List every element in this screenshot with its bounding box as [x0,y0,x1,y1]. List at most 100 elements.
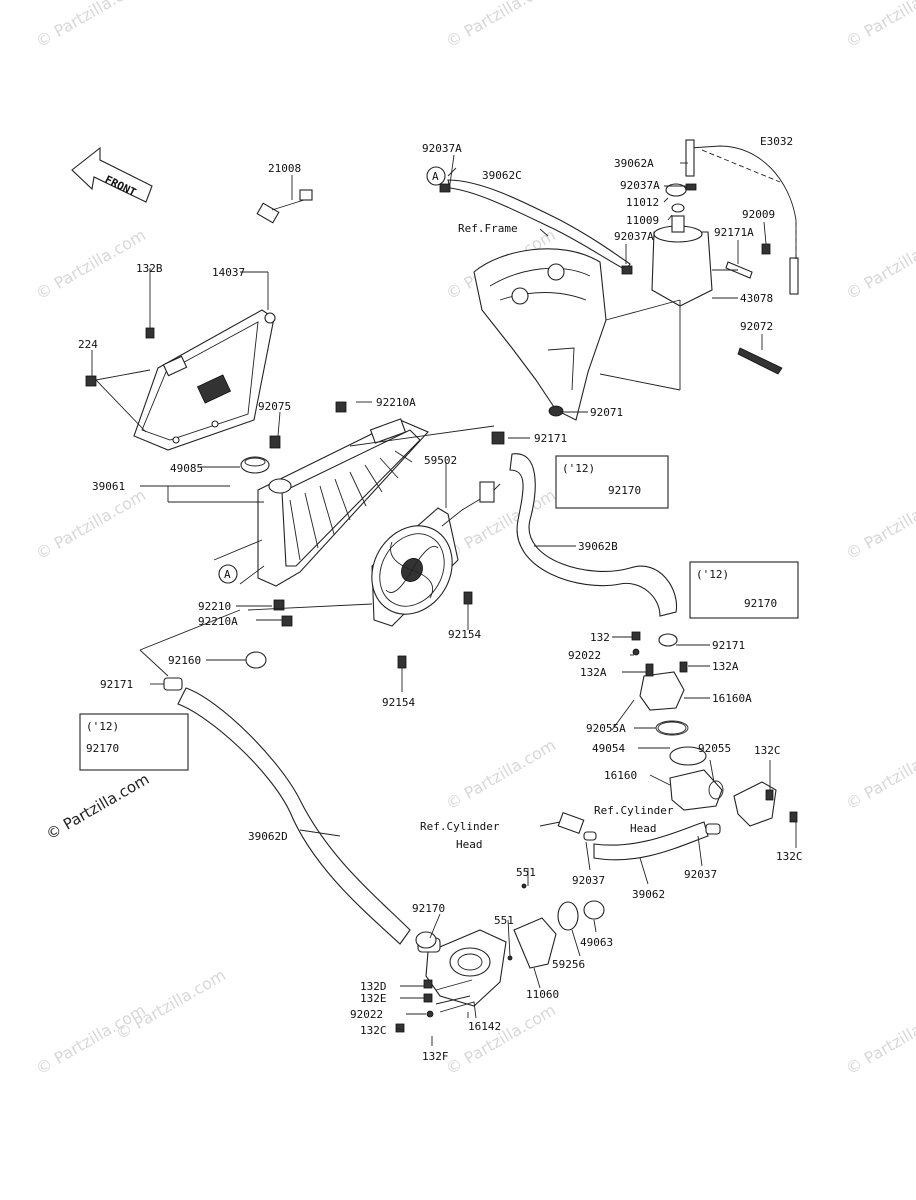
part-label: 39062A [614,157,654,170]
water-outlet [705,781,777,835]
part-label: 11060 [526,988,559,1001]
part-label: 92037 [684,868,717,881]
year-note-box: ('12) [555,455,669,509]
hose-39062c [447,179,631,271]
watermark: © Partzilla.com [843,735,916,813]
part-label: 92170 [86,742,119,755]
diagram-code: E3032 [760,135,793,148]
radiator-shroud [133,309,276,451]
part-label: 92210A [198,615,238,628]
part-label: 49054 [592,742,625,755]
part-label: 92210A [376,396,416,409]
watermark-large: © Partzilla.com [43,770,152,843]
watermark: © Partzilla.com [443,735,559,813]
part-label: 92037A [614,230,654,243]
part-label: 39062D [248,830,288,843]
watermark: © Partzilla.com [33,1000,149,1078]
hose-39062 [593,821,709,861]
part-label: 21008 [268,162,301,175]
part-label: 92210 [198,600,231,613]
watermark-layer: © Partzilla.com © Partzilla.com © Partzi… [33,0,916,1078]
part-label: 14037 [212,266,245,279]
part-label: 132 [590,631,610,644]
part-label: 49085 [170,462,203,475]
part-label: 11012 [626,196,659,209]
part-label: 16142 [468,1020,501,1033]
watermark: © Partzilla.com [443,1000,559,1078]
part-label: 92170 [412,902,445,915]
radiator [257,418,429,587]
part-label: 39062B [578,540,618,553]
fasteners [85,183,798,1033]
watermark: © Partzilla.com [843,1000,916,1078]
part-label: 92022 [350,1008,383,1021]
part-label: 132C [360,1024,387,1037]
part-label: 551 [516,866,536,879]
part-label: 92154 [382,696,415,709]
thermostat-housing [657,721,724,811]
hose-39062d [177,687,411,945]
ref-cylinder-label: Ref.Cylinder [420,820,500,833]
part-labels: 21008 14037 132B 224 92075 92210A 92171 … [78,142,803,1063]
part-label: 39062C [482,169,522,182]
reservoir-tank [651,183,713,307]
part-label: 92160 [168,654,201,667]
hose-39062b [509,453,678,617]
part-label: 132A [580,666,607,679]
part-label: 59256 [552,958,585,971]
part-label: 92072 [740,320,773,333]
area-boundaries [95,299,681,731]
part-label: 92075 [258,400,291,413]
watermark: © Partzilla.com [843,485,916,563]
part-label: 16160A [712,692,752,705]
front-arrow: FRONT [71,146,153,203]
part-label: 92171A [714,226,754,239]
part-label: 132C [754,744,781,757]
cylinder-pipe [557,811,597,841]
impeller [557,900,605,931]
part-label: 132B [136,262,163,275]
ref-cylinder-label: Head [630,822,657,835]
leader-lines [91,154,797,1046]
part-label: 92071 [590,406,623,419]
part-label: 92037A [620,179,660,192]
part-label: 551 [494,914,514,927]
part-label: 92037 [572,874,605,887]
part-label: 92055A [586,722,626,735]
part-label: 92022 [568,649,601,662]
pump-cover [513,917,557,969]
watermark: © Partzilla.com [33,225,149,303]
ref-a-label: A [432,170,439,183]
part-label: 92171 [534,432,567,445]
watermark: © Partzilla.com [113,965,229,1043]
watermark: © Partzilla.com [33,485,149,563]
watermark: © Partzilla.com [443,0,559,51]
part-label: 132C [776,850,803,863]
svg-text:('12): ('12) [696,568,729,581]
watermark: © Partzilla.com [843,0,916,51]
ref-frame-label: Ref.Frame [458,222,518,235]
ref-cylinder-label: Head [456,838,483,851]
watermark: © Partzilla.com [843,225,916,303]
fan-assembly [371,481,501,627]
ref-cylinder-label: Ref.Cylinder [594,804,674,817]
part-label: 39062 [632,888,665,901]
part-label: 39061 [92,480,125,493]
part-label: 132D [360,980,387,993]
svg-text:('12): ('12) [562,462,595,475]
watermark: © Partzilla.com [33,0,149,51]
ref-a-circle-top [426,166,446,186]
year-note-box: ('12) [689,561,799,619]
ref-a-circle-left [218,564,238,584]
part-label: 132F [422,1050,449,1063]
part-label: 11009 [626,214,659,227]
part-label: 92171 [712,639,745,652]
frame-bracket [473,248,607,421]
part-label: 59502 [424,454,457,467]
dashed-lines [701,149,797,262]
part-label: 92171 [100,678,133,691]
part-label: 92009 [742,208,775,221]
part-label: 92055 [698,742,731,755]
svg-text:('12): ('12) [86,720,119,733]
